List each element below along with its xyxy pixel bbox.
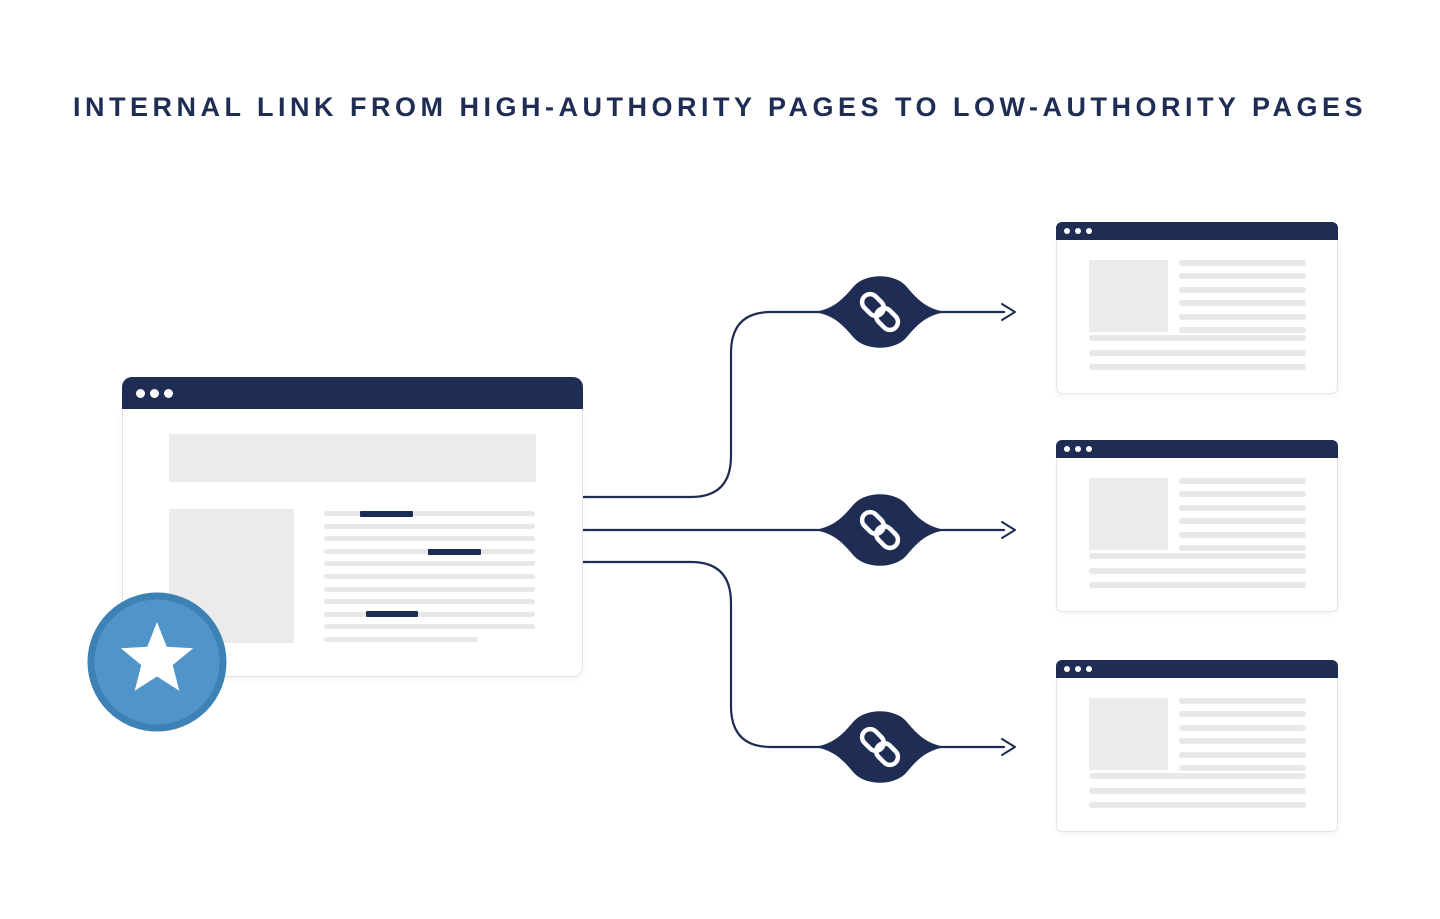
window-control-dot-icon xyxy=(1064,228,1070,234)
placeholder-line xyxy=(324,586,535,592)
placeholder-line xyxy=(1179,738,1306,745)
window-control-dot-icon xyxy=(1075,666,1081,672)
placeholder-line xyxy=(1179,751,1306,758)
window-control-dot-icon xyxy=(164,388,173,398)
placeholder-line xyxy=(324,636,478,642)
window-controls xyxy=(1064,446,1092,452)
window-titlebar xyxy=(1056,660,1338,678)
text-placeholder-lines xyxy=(1089,335,1306,370)
placeholder-line xyxy=(1179,531,1306,538)
internal-link-highlight-2 xyxy=(428,549,481,555)
placeholder-line xyxy=(1179,504,1306,511)
placeholder-line xyxy=(1179,478,1306,484)
chain-link-icon xyxy=(859,726,901,768)
window-body xyxy=(1056,240,1338,394)
internal-link-highlight-1 xyxy=(360,511,413,517)
placeholder-line xyxy=(1089,582,1306,588)
chain-link-icon xyxy=(859,509,901,551)
placeholder-line xyxy=(1179,491,1306,498)
link-node-middle xyxy=(814,494,946,566)
placeholder-line xyxy=(324,611,535,617)
placeholder-line xyxy=(1179,698,1306,704)
placeholder-line xyxy=(1179,273,1306,280)
placeholder-line xyxy=(1179,764,1306,771)
placeholder-line xyxy=(324,511,535,516)
low-authority-page-window-2 xyxy=(1056,440,1338,612)
connector-top xyxy=(581,310,1006,499)
placeholder-line xyxy=(1089,364,1306,370)
image-placeholder-block xyxy=(1089,698,1168,770)
placeholder-line xyxy=(1089,773,1306,779)
internal-link-highlight-3 xyxy=(366,611,418,617)
authority-badge xyxy=(87,592,227,732)
placeholder-line xyxy=(1089,349,1306,356)
image-placeholder-block xyxy=(1089,260,1168,332)
window-control-dot-icon xyxy=(136,388,145,398)
text-placeholder-lines xyxy=(1089,553,1306,588)
placeholder-line xyxy=(324,599,535,605)
window-controls xyxy=(136,388,173,398)
text-placeholder-lines xyxy=(324,511,535,642)
link-node-top xyxy=(814,276,946,348)
placeholder-line xyxy=(1179,711,1306,718)
window-control-dot-icon xyxy=(1075,228,1081,234)
window-titlebar xyxy=(1056,440,1338,458)
placeholder-line xyxy=(1089,553,1306,559)
placeholder-line xyxy=(1179,300,1306,307)
placeholder-line xyxy=(1179,724,1306,731)
window-control-dot-icon xyxy=(1075,446,1081,452)
placeholder-line xyxy=(324,523,535,529)
arrowhead-middle-icon xyxy=(1001,521,1016,539)
placeholder-line xyxy=(1179,286,1306,293)
window-control-dot-icon xyxy=(1086,228,1092,234)
placeholder-line xyxy=(1179,544,1306,551)
diagram-title: INTERNAL LINK FROM HIGH-AUTHORITY PAGES … xyxy=(73,92,1367,122)
text-placeholder-lines xyxy=(1179,478,1306,551)
window-control-dot-icon xyxy=(150,388,159,398)
chain-link-icon xyxy=(859,291,901,333)
text-placeholder-lines xyxy=(1179,698,1306,771)
window-body xyxy=(1056,678,1338,832)
placeholder-line xyxy=(1089,802,1306,808)
window-control-dot-icon xyxy=(1086,666,1092,672)
placeholder-line xyxy=(324,536,535,542)
low-authority-page-window-3 xyxy=(1056,660,1338,832)
window-control-dot-icon xyxy=(1064,666,1070,672)
arrowhead-top-icon xyxy=(1001,303,1016,321)
star-icon xyxy=(120,622,194,691)
hero-placeholder-block xyxy=(169,434,536,482)
connector-bottom xyxy=(581,560,1006,749)
image-placeholder-block xyxy=(1089,478,1168,550)
window-titlebar xyxy=(122,377,583,409)
arrowhead-bottom-icon xyxy=(1001,738,1016,756)
placeholder-line xyxy=(1089,335,1306,341)
placeholder-line xyxy=(1089,567,1306,574)
placeholder-line xyxy=(1179,260,1306,266)
window-controls xyxy=(1064,666,1092,672)
placeholder-line xyxy=(1179,326,1306,333)
placeholder-line xyxy=(1089,787,1306,794)
window-control-dot-icon xyxy=(1064,446,1070,452)
window-controls xyxy=(1064,228,1092,234)
link-node-bottom xyxy=(814,711,946,783)
placeholder-line xyxy=(1179,518,1306,525)
text-placeholder-lines xyxy=(1089,773,1306,808)
text-placeholder-lines xyxy=(1179,260,1306,333)
window-titlebar xyxy=(1056,222,1338,240)
low-authority-page-window-1 xyxy=(1056,222,1338,394)
window-body xyxy=(1056,458,1338,612)
placeholder-line xyxy=(1179,313,1306,320)
placeholder-line xyxy=(324,573,535,579)
placeholder-line xyxy=(324,561,535,567)
placeholder-line xyxy=(324,624,535,630)
window-control-dot-icon xyxy=(1086,446,1092,452)
